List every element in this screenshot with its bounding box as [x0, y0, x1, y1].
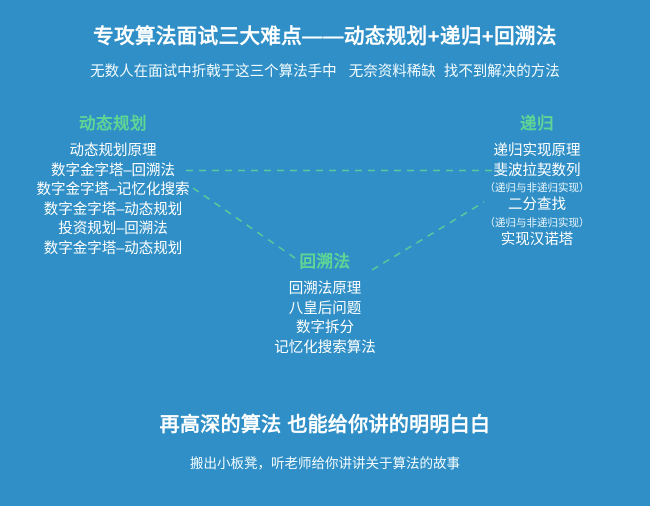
list-item: 八皇后问题: [288, 300, 362, 317]
footer: 再高深的算法 也能给你讲的明明白白 搬出小板凳，听老师给你讲讲关于算法的故事: [0, 412, 650, 473]
list-item: 实现汉诺塔: [500, 231, 574, 248]
topic-list-backtracking: 回溯法原理 八皇后问题 数字拆分 记忆化搜索算法: [225, 280, 425, 358]
list-item: 记忆化搜索算法: [274, 339, 376, 356]
footer-headline: 再高深的算法 也能给你讲的明明白白: [159, 414, 491, 436]
topic-heading-recursion: 递归: [520, 115, 554, 133]
footer-subtext: 搬出小板凳，听老师给你讲讲关于算法的故事: [190, 456, 460, 471]
topic-heading-backtracking: 回溯法: [299, 253, 351, 271]
page-title: 专攻算法面试三大难点——动态规划+递归+回溯法: [93, 25, 557, 48]
topic-heading-dynamic-programming: 动态规划: [79, 115, 147, 133]
page-subtitle: 无数人在面试中折戟于这三个算法手中 无奈资料稀缺 找不到解决的方法: [90, 63, 560, 80]
list-item: 动态规划原理: [69, 143, 157, 160]
list-item: 数字拆分: [296, 320, 354, 337]
list-item: 数字金字塔–动态规划: [43, 240, 183, 257]
topic-column-dynamic-programming: 动态规划 动态规划原理 数字金字塔–回溯法 数字金字塔–记忆化搜索 数字金字塔–…: [8, 114, 218, 259]
topic-column-backtracking: 回溯法 回溯法原理 八皇后问题 数字拆分 记忆化搜索算法: [225, 252, 425, 358]
list-item: 回溯法原理: [288, 281, 362, 298]
list-item: 投资规划–回溯法: [58, 221, 168, 238]
list-item-note: （递归与非递归实现）: [484, 216, 590, 229]
list-item-note: （递归与非递归实现）: [484, 182, 590, 195]
list-item: 数字金字塔–记忆化搜索: [36, 182, 190, 199]
list-item: 递归实现原理: [493, 143, 581, 160]
topic-column-recursion: 递归 递归实现原理 斐波拉契数列 （递归与非递归实现） 二分查找 （递归与非递归…: [432, 114, 642, 250]
header: 专攻算法面试三大难点——动态规划+递归+回溯法 无数人在面试中折戟于这三个算法手…: [0, 0, 650, 81]
list-item: 斐波拉契数列: [493, 162, 581, 179]
list-item: 数字金字塔–动态规划: [43, 201, 183, 218]
topic-list-dynamic-programming: 动态规划原理 数字金字塔–回溯法 数字金字塔–记忆化搜索 数字金字塔–动态规划 …: [8, 142, 218, 259]
list-item: 二分查找: [508, 197, 566, 214]
list-item: 数字金字塔–回溯法: [50, 162, 176, 179]
topic-list-recursion: 递归实现原理 斐波拉契数列 （递归与非递归实现） 二分查找 （递归与非递归实现）…: [432, 142, 642, 250]
